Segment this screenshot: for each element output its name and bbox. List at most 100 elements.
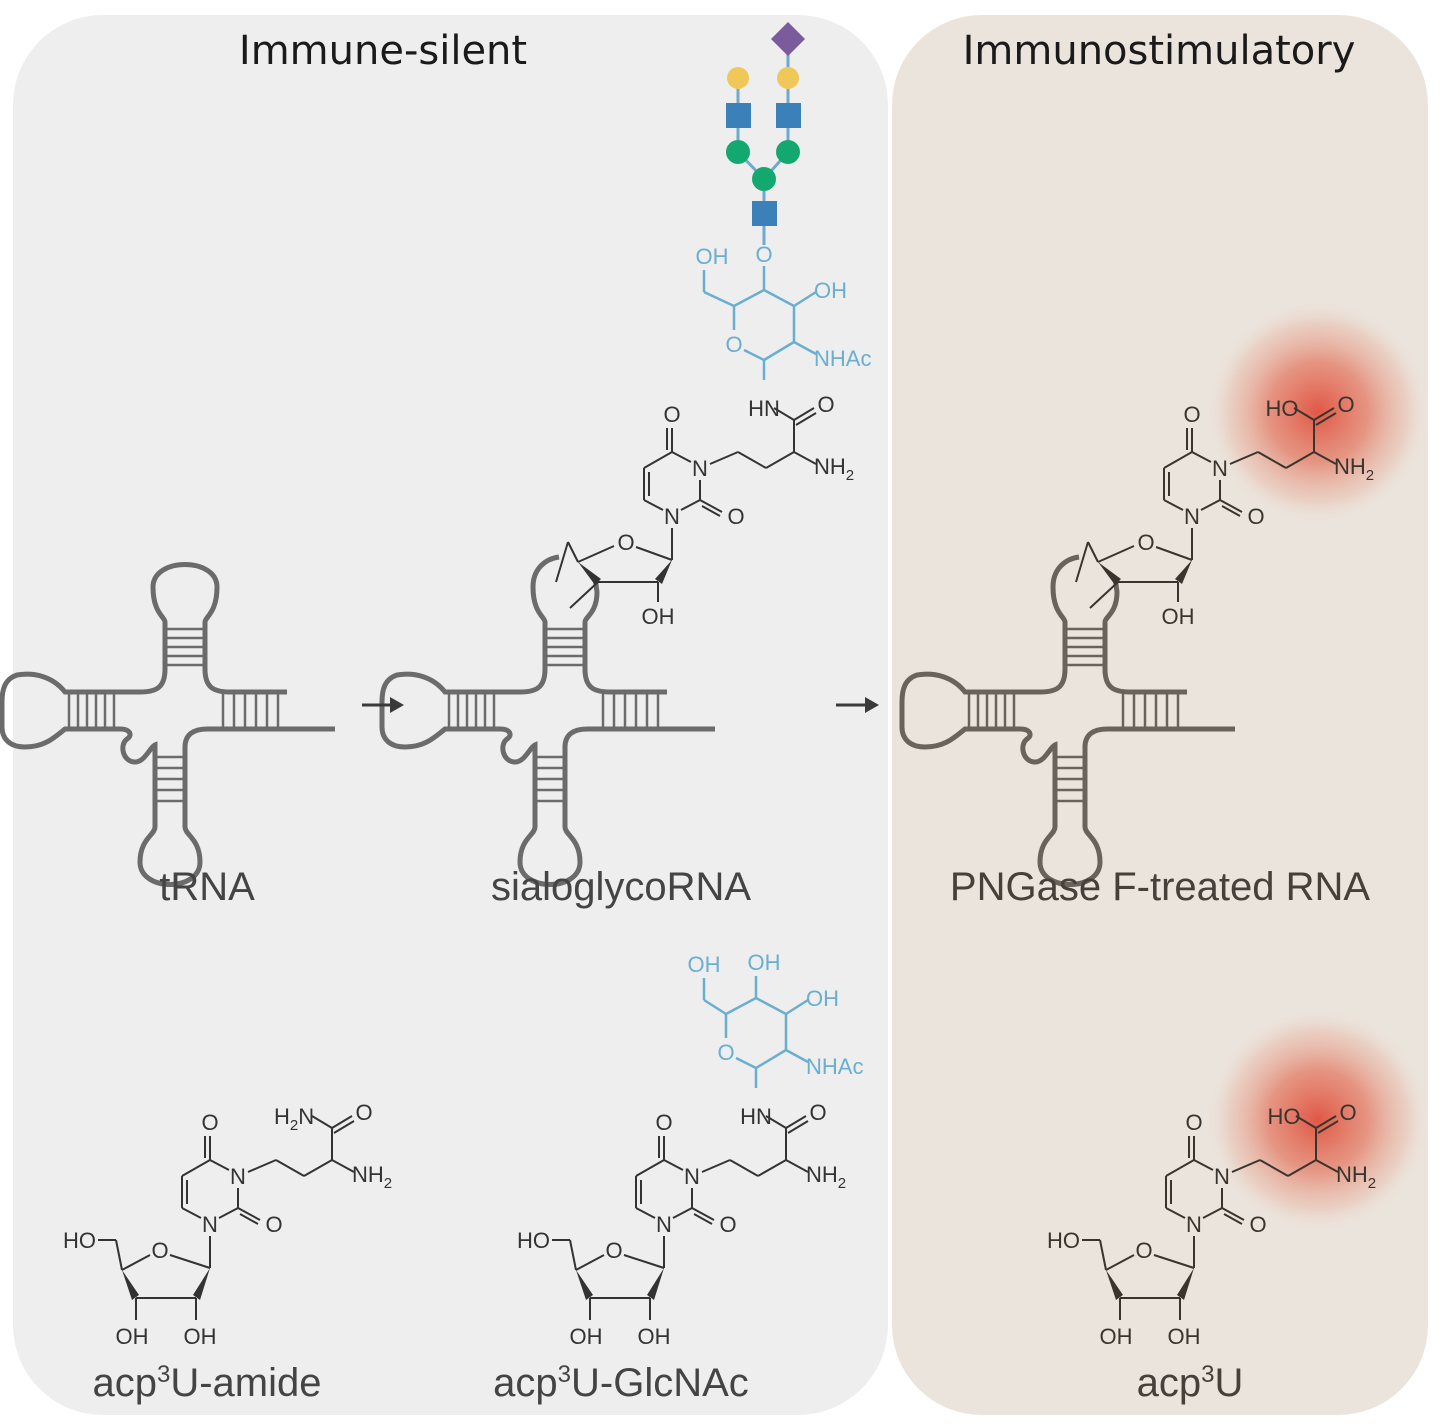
- double-bond: [239, 1213, 259, 1225]
- bond: [1231, 1159, 1261, 1173]
- atom-label: N: [1214, 1164, 1230, 1189]
- rna-backbone: [582, 576, 600, 669]
- bond: [635, 1207, 656, 1219]
- bond: [169, 1254, 211, 1269]
- atom-label: O: [1337, 392, 1354, 417]
- bond: [709, 451, 739, 465]
- bond: [703, 998, 727, 1016]
- bond: [672, 1207, 693, 1219]
- bond: [1315, 1115, 1337, 1129]
- atom-label: N: [684, 1164, 700, 1189]
- atom-label: N: [692, 456, 708, 481]
- atom-label: O: [201, 1110, 218, 1135]
- atom-label: O: [265, 1212, 282, 1237]
- atom-label: HO: [1047, 1228, 1080, 1253]
- bond: [671, 451, 692, 463]
- wedge-bond: [122, 1270, 139, 1300]
- bond: [755, 996, 787, 1016]
- atom-label: NHAc: [814, 346, 871, 371]
- bond: [701, 1159, 731, 1173]
- bond: [181, 1207, 202, 1219]
- bond: [765, 1115, 787, 1129]
- rna-backbone: [899, 668, 1068, 827]
- mannose-circle-icon: [726, 140, 750, 164]
- arrow-icon: [362, 697, 404, 713]
- atom-label: OH: [748, 950, 781, 975]
- atom-label: O: [727, 504, 744, 529]
- bond: [303, 1159, 333, 1177]
- wedge-bond: [576, 1270, 593, 1300]
- bond: [1257, 451, 1287, 469]
- atom-label: O: [1247, 504, 1264, 529]
- atom-label: HO: [1268, 1104, 1301, 1129]
- sialic-acid-diamond-icon: [771, 22, 805, 56]
- bond: [569, 1239, 577, 1271]
- bond: [743, 348, 765, 362]
- double-bond: [701, 505, 721, 517]
- caption-trna: tRNA: [159, 865, 255, 909]
- bond: [623, 1254, 665, 1269]
- atom-label: O: [1183, 402, 1200, 427]
- rna-backbone: [1050, 554, 1080, 669]
- atom-label: O: [717, 1040, 734, 1065]
- bond: [785, 998, 809, 1016]
- bond: [1202, 1207, 1223, 1219]
- highlight-glow-pngase: [1206, 300, 1430, 524]
- bond: [567, 541, 579, 563]
- bond: [733, 288, 765, 308]
- caption-acp3u: acp3U: [1137, 1361, 1244, 1405]
- bond: [1221, 1207, 1245, 1221]
- bond: [1165, 1207, 1186, 1219]
- galactose-circle-icon: [777, 67, 799, 89]
- atom-label: OH: [814, 278, 847, 303]
- bond: [1193, 1159, 1214, 1171]
- atom-label: HN: [740, 1104, 772, 1129]
- bond: [773, 407, 795, 421]
- atom-label: O: [1135, 1238, 1152, 1263]
- bond: [275, 1159, 305, 1177]
- atom-label: N: [1186, 1212, 1202, 1237]
- atom-label: HO: [1266, 396, 1299, 421]
- bond: [1315, 1159, 1339, 1173]
- wedge-bond: [1106, 1270, 1123, 1300]
- atom-label: O: [663, 402, 680, 427]
- bond: [691, 1207, 715, 1221]
- bond: [793, 407, 815, 421]
- atom-label: HO: [517, 1228, 550, 1253]
- bond: [785, 1159, 809, 1173]
- atom-label: N: [664, 504, 680, 529]
- atom-label: HN: [748, 396, 780, 421]
- atom-label: O: [605, 1238, 622, 1263]
- atom-label: OH: [1162, 604, 1195, 629]
- rna-backbone: [0, 668, 168, 827]
- bond: [1293, 407, 1315, 421]
- bond: [121, 1254, 151, 1271]
- bond: [1313, 407, 1335, 421]
- atom-label: O: [355, 1100, 372, 1125]
- atom-label: NH2: [1336, 1162, 1376, 1192]
- glcnac-square-icon: [776, 103, 801, 128]
- mannose-circle-icon: [776, 140, 800, 164]
- bond: [1163, 451, 1193, 469]
- bond: [755, 1048, 787, 1070]
- wedge-bond: [655, 560, 672, 584]
- sialoglycorna-cloverleaf: [379, 554, 715, 887]
- bond: [663, 1159, 684, 1171]
- rna-backbone: [1102, 576, 1120, 669]
- bond: [680, 499, 701, 511]
- bond: [1099, 1239, 1107, 1271]
- bond: [757, 1159, 787, 1177]
- atom-label: OH: [184, 1324, 217, 1349]
- atom-label: O: [817, 392, 834, 417]
- bond: [209, 1159, 230, 1171]
- bond: [737, 451, 767, 469]
- bond: [1313, 451, 1337, 465]
- atom-label: O: [1185, 1110, 1202, 1135]
- bond: [331, 1115, 353, 1129]
- bond: [729, 1159, 759, 1177]
- atom-label: N: [230, 1164, 246, 1189]
- bond: [1285, 451, 1315, 469]
